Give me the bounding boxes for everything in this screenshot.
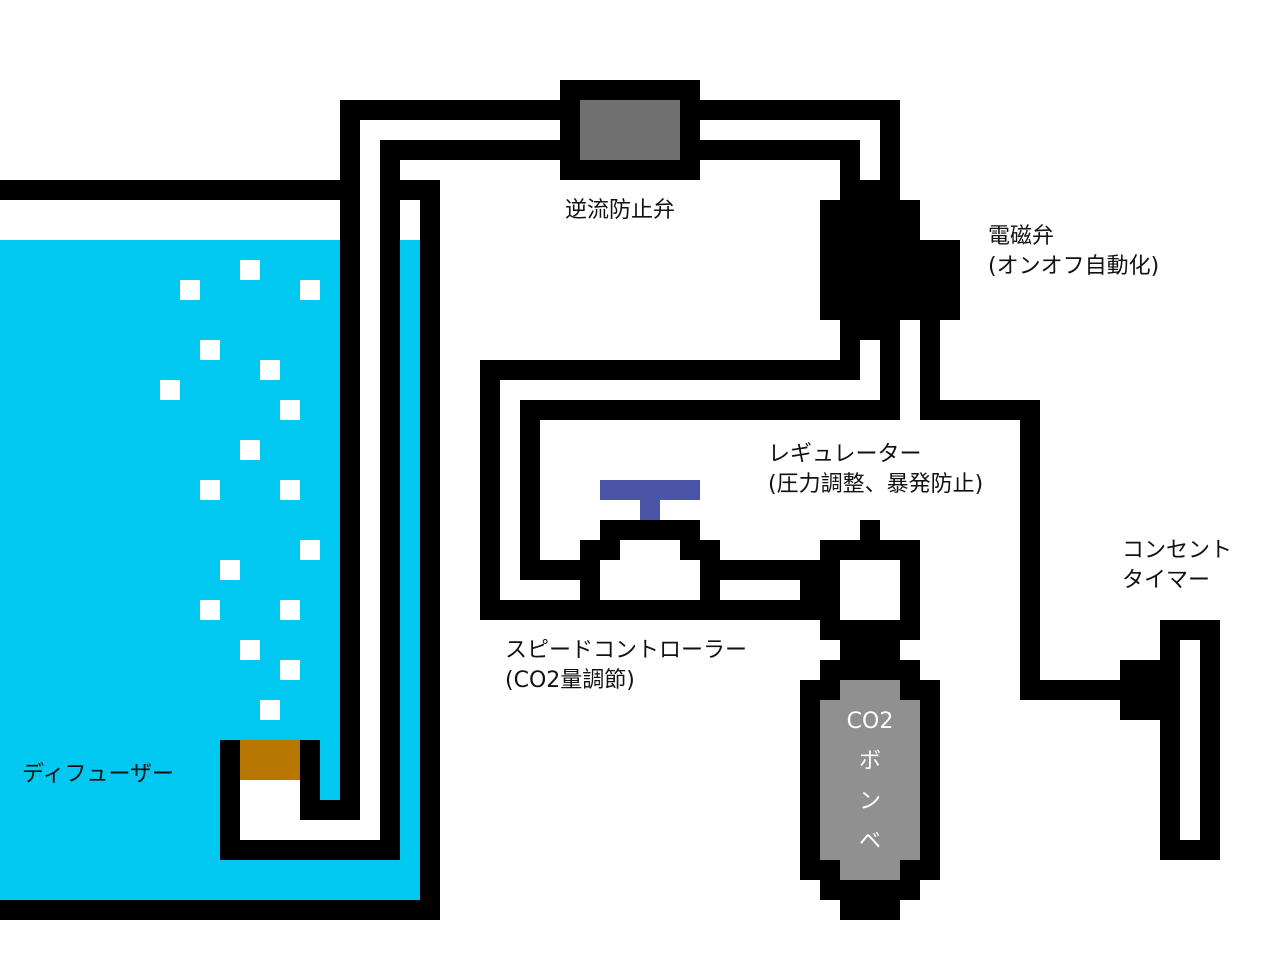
diffuser-label: ディフューザー [22, 760, 174, 790]
cylinder-label: CO2 ボ ン ベ [830, 702, 910, 862]
speed-controller-label-line1: スピードコントローラー [505, 638, 748, 663]
outlet-timer-icon [1120, 620, 1220, 860]
timer-label-line2: タイマー [1122, 568, 1211, 593]
tube-speed-controller-to-regulator [720, 560, 820, 620]
speed-controller-label: スピードコントローラー (CO2量調節) [505, 636, 747, 696]
solenoid-label-line1: 電磁弁 [988, 224, 1055, 249]
timer-label: コンセント タイマー [1122, 536, 1232, 596]
cylinder-label-line3: ン [858, 789, 881, 814]
solenoid-valve-icon [820, 180, 960, 340]
regulator-icon [800, 520, 920, 660]
cylinder-label-line4: ベ [858, 829, 881, 854]
co2-cylinder-icon [800, 660, 940, 920]
cylinder-label-line2: ボ [858, 749, 881, 774]
needle-valve-icon [580, 480, 720, 620]
timer-label-line1: コンセント [1122, 538, 1233, 563]
speed-controller-label-line2: (CO2量調節) [505, 668, 635, 693]
regulator-label-line2: (圧力調整、暴発防止) [768, 472, 984, 497]
tube-solenoid-to-speed-controller [480, 340, 900, 620]
regulator-label-line1: レギュレーター [768, 442, 922, 467]
solenoid-label: 電磁弁 (オンオフ自動化) [988, 222, 1159, 282]
solenoid-label-line2: (オンオフ自動化) [988, 254, 1160, 279]
cylinder-label-line1: CO2 [846, 709, 894, 734]
regulator-label: レギュレーター (圧力調整、暴発防止) [768, 440, 983, 500]
diffuser-icon [220, 740, 400, 860]
tube-diffuser-to-check-valve [340, 100, 570, 860]
power-cable [920, 320, 1140, 700]
check-valve-label-text: 逆流防止弁 [565, 198, 676, 223]
bubbles [160, 260, 320, 720]
check-valve-label: 逆流防止弁 [565, 196, 675, 226]
check-valve-icon [560, 80, 700, 180]
diffuser-label-text: ディフューザー [22, 762, 175, 787]
